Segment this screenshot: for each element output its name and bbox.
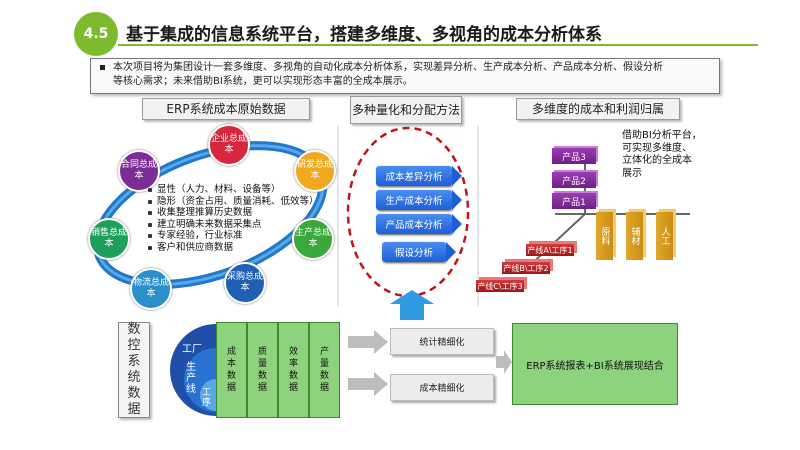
quality-data-column: 质量数据 xyxy=(247,322,278,418)
cost-node-logistics: 物流总成本 xyxy=(130,268,172,310)
list-item: 显性（人力、材料、设备等） xyxy=(148,184,319,196)
right-arrow-1 xyxy=(348,330,388,354)
cost-data-column: 成本数据 xyxy=(216,322,247,418)
cost-refinement-box: 成本精细化 xyxy=(390,374,494,401)
intro-line-1: 本次项目将为集团设计一套多维度、多视角的自动化成本分析体系，实现差异分析、生产成… xyxy=(113,62,663,73)
factory-label: 工厂 xyxy=(182,344,202,355)
methods-dashed-ellipse xyxy=(346,126,470,298)
cnc-data-label: 数控系统数据 xyxy=(118,322,150,418)
statistical-refinement-box: 统计精细化 xyxy=(390,328,494,355)
list-item: 收集整理推算历史数据 xyxy=(148,207,319,219)
list-item: 建立明确未来数据采集点 xyxy=(148,219,319,231)
route-a-box: 产线A\工序1 xyxy=(526,244,574,256)
bi-note-line: 借助BI分析平台， xyxy=(622,130,702,141)
process-label: 工序 xyxy=(202,388,212,408)
cost-node-contract: 合同总成本 xyxy=(118,150,160,192)
axis-diagonal xyxy=(524,213,586,271)
bi-note: 借助BI分析平台， 可实现多维度、 立体化的全成本 展示 xyxy=(622,130,702,180)
list-item: 客户和供应商数据 xyxy=(148,242,319,254)
method-product-cost: 产品成本分析 xyxy=(376,214,462,234)
right-arrow-2 xyxy=(348,372,388,396)
bi-note-line: 展示 xyxy=(622,167,642,179)
production-line-label: 生产线 xyxy=(186,362,196,395)
erp-section-header: ERP系统成本原始数据 xyxy=(142,98,310,120)
method-production-cost: 生产成本分析 xyxy=(376,190,462,210)
cost-node-rd: 研发总成本 xyxy=(294,150,336,192)
route-c-box: 产线C\工序3 xyxy=(476,280,524,292)
erp-bi-box: ERP系统报表+BI系统展现结合 xyxy=(512,323,678,405)
bi-note-line: 可实现多维度、 xyxy=(622,142,692,154)
list-item: 隐形（资金占用、质量消耗、低效等） xyxy=(148,196,319,208)
up-arrow xyxy=(390,290,434,320)
title-underline xyxy=(118,44,758,46)
product-3-box: 产品3 xyxy=(552,148,596,164)
material-aux-box: 辅材 xyxy=(626,212,643,260)
intro-box: 本次项目将为集团设计一套多维度、多视角的自动化成本分析体系，实现差异分析、生产成… xyxy=(90,58,720,94)
data-source-list: 显性（人力、材料、设备等） 隐形（资金占用、质量消耗、低效等） 收集整理推算历史… xyxy=(148,184,319,253)
bullet-icon xyxy=(100,65,105,70)
list-item: 专家经验，行业标准 xyxy=(148,230,319,242)
product-1-box: 产品1 xyxy=(552,193,596,209)
method-hypothesis: 假设分析 xyxy=(382,242,456,262)
method-cost-variance: 成本差异分析 xyxy=(376,166,462,186)
material-raw-box: 原料 xyxy=(596,212,613,260)
multi-section-header: 多维度的成本和利润归属 xyxy=(516,98,680,120)
material-labor-box: 人工 xyxy=(656,212,673,260)
efficiency-data-column: 效率数据 xyxy=(278,322,309,418)
right-arrow-3 xyxy=(496,350,512,374)
cost-node-production: 生产总成本 xyxy=(292,218,334,260)
bi-note-line: 立体化的全成本 xyxy=(622,155,692,166)
output-data-column: 产量数据 xyxy=(309,322,340,418)
cost-node-sales: 销售总成本 xyxy=(88,218,130,260)
page-title: 基于集成的信息系统平台，搭建多维度、多视角的成本分析体系 xyxy=(126,25,602,45)
cost-node-enterprise: 企业总成本 xyxy=(208,124,250,166)
route-b-box: 产线B\工序2 xyxy=(502,262,550,274)
product-2-box: 产品2 xyxy=(552,172,596,188)
methods-section-header: 多种量化和分配方法 xyxy=(350,96,462,124)
section-badge: 4.5 xyxy=(74,12,118,56)
intro-line-2: 等核心需求；未来借助BI系统，更可以实现形态丰富的全成本展示。 xyxy=(113,76,413,87)
cost-node-purchase: 采购总成本 xyxy=(224,262,266,304)
